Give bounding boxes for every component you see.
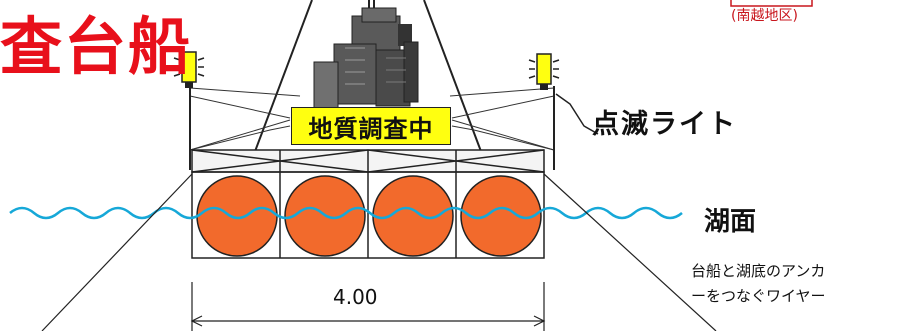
width-dimension: 4.00 [333, 285, 378, 309]
drill-tower [247, 0, 489, 171]
flashing-light-icon [173, 51, 205, 88]
float-icon [196, 175, 542, 257]
dimension-line [190, 282, 546, 331]
page-title: 査台船 [0, 10, 193, 83]
water-surface [9, 206, 683, 220]
anchor-wire-label: 台船と湖底のアンカ ーをつなぐワイヤー [691, 259, 899, 309]
lake-surface-label: 湖面 [704, 207, 757, 237]
anchor-wire-label-line2: ーをつなぐワイヤー [691, 286, 826, 305]
drill-rig-icon [313, 7, 419, 109]
raft-deck [191, 149, 545, 259]
light-poles [189, 86, 555, 170]
flashing-light-icon [528, 53, 560, 90]
survey-sign: 地質調査中 [291, 107, 451, 145]
anchor-wires [41, 173, 717, 331]
area-label: (南越地区) [731, 8, 798, 24]
support-cables [189, 87, 555, 151]
flashing-light-label: 点滅ライト [592, 109, 737, 140]
anchor-wire-label-line1: 台船と湖底のアンカ [691, 262, 826, 280]
light-callout-line [555, 93, 599, 135]
area-box [730, 0, 813, 7]
